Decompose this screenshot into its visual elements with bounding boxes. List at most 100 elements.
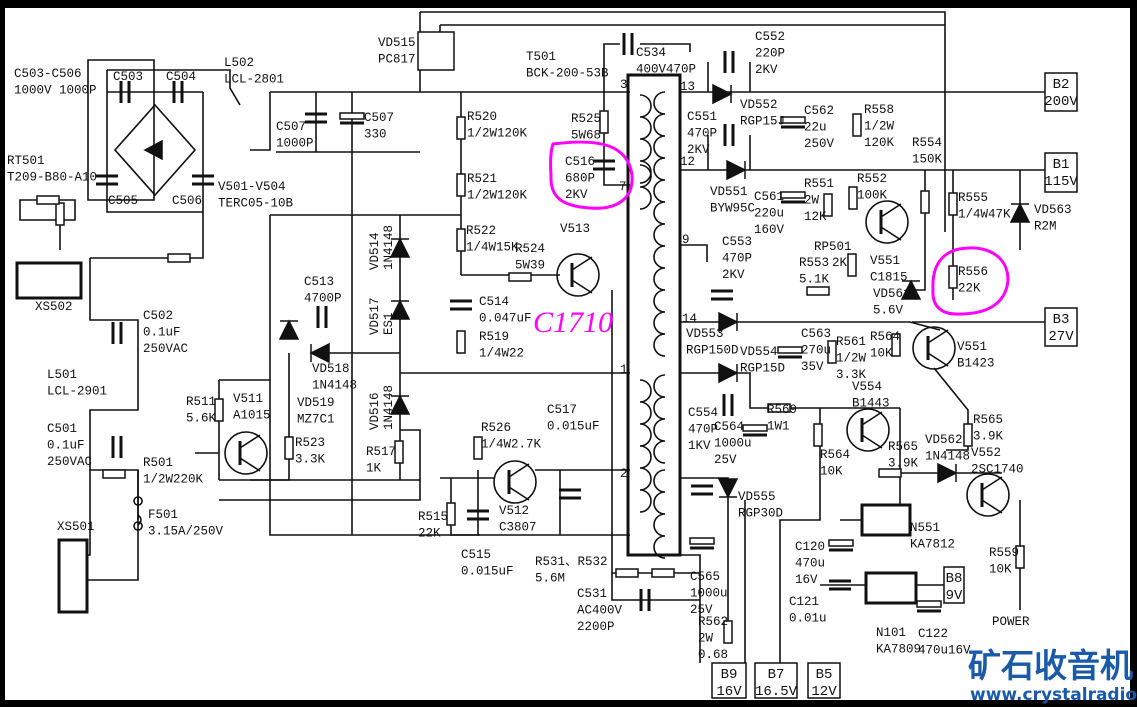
rail-voltage: 16V — [716, 684, 742, 700]
rail-box-b3 — [1044, 307, 1078, 347]
watermark-url: www.crystalradio.cn — [970, 685, 1137, 705]
transistor-icon — [966, 473, 1010, 517]
connector-xs502 — [15, 261, 83, 300]
winding-pin-number: 7 — [619, 180, 627, 194]
label-r555: R555 — [958, 191, 988, 205]
label-c503-c506: C503-C506 — [14, 67, 82, 81]
label-r526: R526 — [481, 421, 511, 435]
label-c552: 2KV — [755, 63, 778, 77]
rail-name: B9 — [721, 667, 738, 683]
label-c516: C516 — [565, 155, 595, 169]
label-c505: C505 — [108, 194, 138, 208]
label-r565b: 3.9K — [973, 430, 1004, 444]
label-r564b: 10K — [820, 465, 843, 479]
rail-voltage: 27V — [1048, 329, 1074, 345]
label-v551a: C1815 — [870, 271, 908, 285]
label-c514: 0.047uF — [479, 312, 532, 326]
optocoupler-vd515 — [417, 31, 455, 71]
transistor-icon — [846, 408, 890, 452]
resistor — [446, 502, 456, 526]
label-c553: 2KV — [722, 268, 745, 282]
rail-name: B1 — [1053, 157, 1070, 173]
wire — [250, 92, 271, 151]
label-rp501-val: 2K — [832, 256, 848, 270]
label-r556: R556 — [958, 265, 988, 279]
label-vd555: RGP30D — [738, 507, 783, 521]
watermark-title: 矿石收音机 — [968, 646, 1133, 685]
label-r525: R525 — [571, 112, 601, 126]
label-v552: V552 — [971, 446, 1001, 460]
resistor — [456, 116, 466, 140]
resistor — [394, 440, 404, 464]
watermark: 矿石收音机 www.crystalradio.cn — [968, 646, 1137, 705]
label-r561: 1/2W — [836, 352, 867, 366]
electrolytic-capacitor — [916, 600, 942, 608]
label-r562: 0.68 — [698, 648, 728, 662]
resistor — [456, 330, 466, 354]
label-vd561: 5.6V — [873, 304, 904, 318]
label-r525: 5W68 — [571, 129, 601, 143]
label-xs501: XS501 — [57, 520, 95, 534]
diode-icon — [278, 319, 300, 340]
label-vd516: VD516 — [368, 392, 382, 430]
label-vd515: PC817 — [378, 53, 416, 67]
diode-icon — [726, 159, 747, 181]
rail-box-b2 — [1044, 72, 1078, 112]
resistor — [891, 333, 901, 357]
label-vd554: VD554 — [740, 345, 778, 359]
electrolytic-capacitor — [689, 537, 715, 545]
wire — [779, 408, 821, 663]
label-c501: C501 — [47, 422, 77, 436]
wire — [640, 43, 691, 52]
rail-voltage: 9V — [946, 588, 963, 604]
label-xs502: XS502 — [35, 300, 73, 314]
label-rp501: RP501 — [814, 240, 852, 254]
resistor — [813, 423, 823, 447]
resistor — [963, 423, 973, 447]
winding-pin-number: 3 — [620, 78, 628, 92]
label-c502: 250VAC — [143, 342, 188, 356]
rail-box-b7 — [754, 662, 798, 699]
label-v552: 2SC1740 — [971, 463, 1024, 477]
resistor — [848, 186, 858, 210]
label-vd519: VD519 — [297, 396, 335, 410]
label-c564: C564 — [714, 420, 744, 434]
label-r522: 1/4W15K — [466, 241, 519, 255]
rail-box-b1 — [1044, 152, 1078, 193]
label-r531-r532: 5.6M — [535, 572, 565, 586]
label-r519: 1/4W22 — [479, 347, 524, 361]
label-v511: A1015 — [233, 409, 271, 423]
resistor — [284, 436, 294, 460]
rail-name: B5 — [816, 667, 833, 683]
label-c561: C561 — [754, 190, 784, 204]
label-r520: 1/2W120K — [467, 127, 528, 141]
transformer-winding — [653, 469, 666, 559]
resistor — [827, 340, 837, 364]
resistor — [920, 190, 930, 214]
label-r524: R524 — [515, 242, 545, 256]
label-c553: C553 — [722, 235, 752, 249]
label-vd516: 1N4148 — [382, 385, 396, 430]
label-v551a: V551 — [870, 254, 900, 268]
label-c564: 25V — [714, 453, 737, 467]
label-c554: C554 — [688, 406, 718, 420]
label-vd514: VD514 — [368, 232, 382, 270]
label-r562: R562 — [698, 615, 728, 629]
label-vd552: VD552 — [740, 98, 778, 112]
transformer-winding — [653, 91, 666, 357]
components — [15, 31, 1031, 644]
rail-name: B7 — [768, 667, 785, 683]
label-c513: 4700P — [304, 292, 342, 306]
label-c513: C513 — [304, 275, 334, 289]
transistor-icon — [224, 431, 268, 475]
label-r551: 2W — [804, 194, 820, 208]
label-c502: 0.1uF — [143, 326, 181, 340]
resistor — [214, 398, 224, 422]
label-vd563: R2M — [1034, 220, 1057, 234]
label-r501: R501 — [143, 456, 173, 470]
label-c501: 0.1uF — [47, 439, 85, 453]
diode-icon — [712, 83, 733, 105]
diode-icon — [718, 362, 739, 384]
label-c552: C552 — [755, 30, 785, 44]
label-c551: C551 — [687, 110, 717, 124]
